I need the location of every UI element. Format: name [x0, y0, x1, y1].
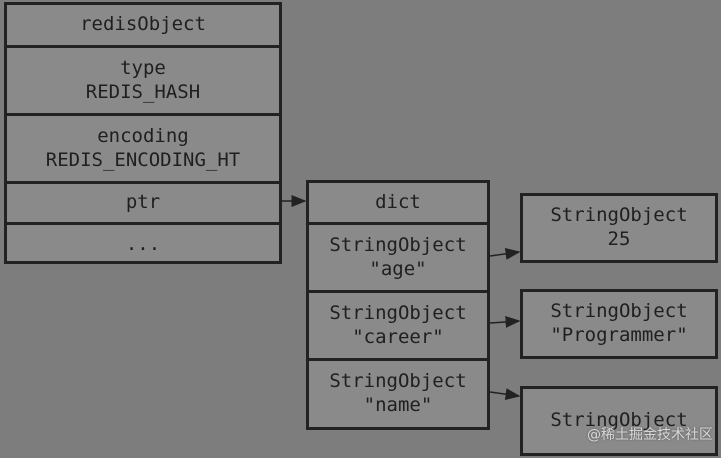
- dict-title: dict: [375, 190, 421, 213]
- value-box-age: StringObject 25: [520, 193, 718, 263]
- type-value: REDIS_HASH: [85, 80, 201, 103]
- career-to-value-arrow: [489, 315, 521, 328]
- dict-entry: StringObject "name": [309, 361, 487, 427]
- value-cell: StringObject 25: [523, 196, 715, 260]
- dict-entry-class: StringObject: [329, 301, 467, 324]
- value-cell: StringObject "Programmer": [523, 292, 715, 356]
- redis-object-type-cell: type REDIS_HASH: [7, 48, 279, 116]
- dict-entry-key: "name": [363, 394, 433, 416]
- name-to-value-arrow: [489, 388, 521, 401]
- dict-entry-class: StringObject: [329, 233, 467, 256]
- age-to-value-arrow: [489, 247, 521, 260]
- value-class: StringObject: [550, 204, 688, 227]
- dict-box: dict StringObject "age" StringObject "ca…: [306, 180, 490, 430]
- value-text: "Programmer": [550, 324, 688, 346]
- value-class: StringObject: [550, 409, 688, 432]
- dict-entry-key: "age": [369, 257, 427, 280]
- value-box-career: StringObject "Programmer": [520, 289, 718, 359]
- value-box-name: StringObject: [520, 386, 718, 456]
- type-label: type: [120, 56, 166, 79]
- dict-entry: StringObject "career": [309, 293, 487, 361]
- redis-object-title-cell: redisObject: [7, 5, 279, 48]
- value-class: StringObject: [550, 300, 688, 323]
- dict-entry-class: StringObject: [329, 370, 467, 393]
- dict-title-cell: dict: [309, 183, 487, 225]
- value-cell: StringObject: [523, 389, 715, 453]
- ptr-label: ptr: [125, 191, 161, 214]
- encoding-label: encoding: [97, 124, 189, 147]
- redis-object-title: redisObject: [80, 13, 206, 36]
- redis-object-box: redisObject type REDIS_HASH encoding RED…: [4, 2, 282, 264]
- encoding-value: REDIS_ENCODING_HT: [45, 148, 241, 171]
- redis-object-encoding-cell: encoding REDIS_ENCODING_HT: [7, 116, 279, 184]
- redis-object-ptr-cell: ptr: [7, 184, 279, 225]
- more-label: ...: [125, 232, 161, 255]
- value-text: 25: [607, 228, 631, 250]
- redis-object-more-cell: ...: [7, 225, 279, 261]
- dict-entry-key: "career": [352, 325, 444, 348]
- site-watermark: @稀土掘金技术社区: [587, 427, 713, 443]
- dict-entry: StringObject "age": [309, 225, 487, 293]
